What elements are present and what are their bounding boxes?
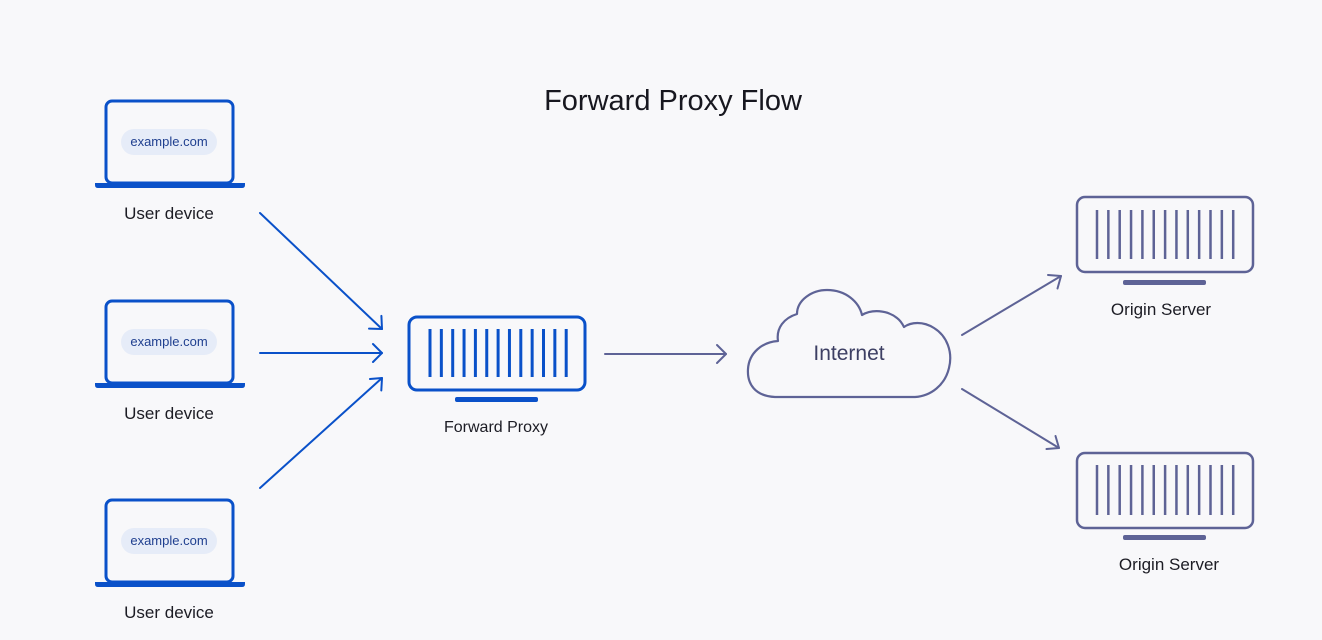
arrow-icon [961,274,1062,336]
laptop-icon [95,99,245,188]
user-device-label: User device [124,404,214,423]
arrow-icon [961,388,1060,450]
server-icon [1075,195,1255,285]
user-device-label: User device [124,603,214,622]
forward-proxy-label: Forward Proxy [443,419,549,436]
server-icon [1075,451,1255,540]
user-device-label: User device [124,204,214,223]
origin-server-label: Origin Server [1110,300,1212,319]
cloud-icon [746,288,952,399]
server-icon [407,315,587,402]
arrow-icon [259,212,383,330]
url-pill: example.com [121,528,217,554]
arrow-icon [604,344,727,364]
diagram-title: Forward Proxy Flow [544,85,802,117]
url-pill: example.com [121,129,217,155]
origin-server-label: Origin Server [1118,555,1220,574]
url-pill: example.com [121,329,217,355]
internet-label: Internet [813,342,885,365]
laptop-icon [95,498,245,587]
arrow-icon [259,343,383,363]
arrow-icon [259,377,383,489]
laptop-icon [95,299,245,388]
